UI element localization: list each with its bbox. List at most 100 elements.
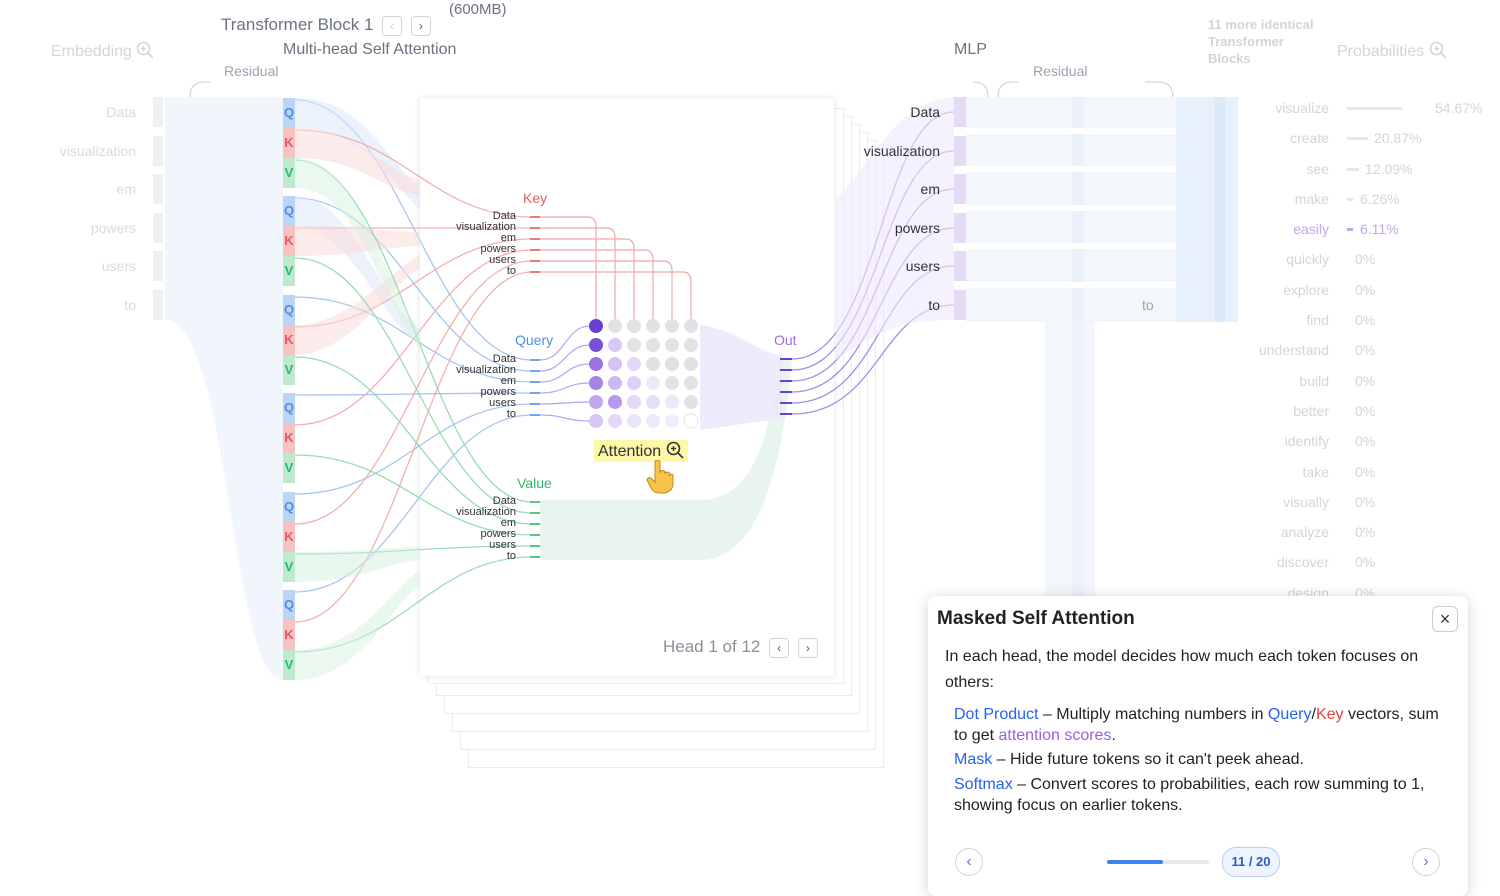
query-vector[interactable]: Q	[283, 590, 295, 620]
next-head-button[interactable]: ›	[797, 637, 818, 658]
value-vector[interactable]: V	[283, 552, 295, 582]
embedding-title[interactable]: Embedding	[51, 41, 154, 61]
prob-value: 6.11%	[1360, 221, 1399, 238]
prob-row[interactable]: explore 0%	[1243, 281, 1483, 311]
mlp-token[interactable]: em	[920, 181, 940, 197]
query-vector[interactable]: Q	[283, 393, 295, 423]
prob-value: 0%	[1355, 372, 1376, 389]
query-vector[interactable]: Q	[283, 196, 295, 226]
prob-value: 20.87%	[1374, 130, 1422, 147]
key-vector[interactable]: K	[283, 620, 295, 650]
key-vector[interactable]: K	[283, 128, 295, 158]
query-token: to	[506, 408, 516, 420]
slash: /	[1311, 706, 1316, 723]
value-vector[interactable]: V	[283, 355, 295, 385]
value-token: visualization	[456, 506, 516, 518]
query-vector[interactable]: Q	[283, 295, 295, 325]
embedding-token[interactable]: to	[124, 297, 136, 313]
prob-row[interactable]: make 6.26%	[1243, 190, 1483, 220]
value-vector[interactable]: V	[283, 453, 295, 483]
residual-right-label: Residual	[1033, 63, 1088, 79]
prob-token: make	[1294, 190, 1329, 207]
prev-step-button[interactable]: ‹	[955, 848, 983, 876]
next-step-button[interactable]: ›	[1412, 848, 1440, 876]
residual-left-label: Residual	[224, 63, 279, 79]
mlp-token[interactable]: powers	[894, 220, 940, 236]
embedding-token[interactable]: powers	[90, 220, 136, 236]
embedding-token[interactable]: em	[116, 181, 136, 197]
probabilities-title[interactable]: Probabilities	[1337, 41, 1447, 61]
mlp-token[interactable]: to	[928, 297, 940, 313]
prob-token: discover	[1276, 554, 1329, 571]
key-token: to	[506, 265, 516, 277]
close-button[interactable]: ×	[1432, 606, 1458, 632]
prob-token: visualize	[1275, 100, 1329, 116]
prob-token: find	[1306, 312, 1329, 329]
prob-value: 0%	[1355, 402, 1376, 419]
prev-head-button[interactable]: ‹	[769, 637, 790, 658]
explanation-tooltip: Masked Self Attention × In each head, th…	[928, 596, 1468, 896]
query-vector[interactable]: Q	[283, 98, 295, 128]
prob-token: visually	[1283, 493, 1329, 510]
background-flows	[153, 81, 1238, 680]
mask-text: – Hide future tokens so it can't peek ah…	[992, 751, 1304, 768]
value-vector[interactable]: V	[283, 158, 295, 188]
key-vector[interactable]: K	[283, 522, 295, 552]
prob-bar	[1347, 107, 1402, 110]
query-token: users	[489, 397, 516, 409]
mlp-token[interactable]: Data	[910, 104, 940, 120]
value-vector[interactable]: V	[283, 256, 295, 286]
model-size-note: (600MB)	[449, 1, 507, 18]
prob-token: explore	[1283, 281, 1329, 298]
prob-row[interactable]: visualize 54.67%	[1243, 99, 1483, 129]
dot-product-text: – Multiply matching numbers in	[1038, 706, 1268, 723]
mlp-token[interactable]: users	[905, 258, 940, 274]
key-word: Key	[1315, 706, 1344, 723]
key-vector[interactable]: K	[283, 226, 295, 256]
prob-value: 6.26%	[1360, 190, 1400, 207]
embedding-token[interactable]: visualization	[59, 143, 136, 159]
mlp-token[interactable]: visualization	[863, 143, 940, 159]
value-vector[interactable]: V	[283, 650, 295, 680]
prob-token: quickly	[1286, 251, 1329, 268]
prob-value: 0%	[1355, 342, 1376, 359]
key-token: users	[489, 254, 516, 266]
prev-block-button[interactable]: ‹	[382, 15, 403, 36]
value-token: powers	[480, 528, 516, 540]
query-token-labels: Data visualization em powers users to	[406, 354, 516, 420]
dot-product-term: Dot Product	[954, 706, 1039, 723]
prob-value: 54.67%	[1435, 100, 1483, 116]
attention-zoom-button[interactable]: Attention	[594, 440, 688, 462]
embedding-token[interactable]: Data	[106, 104, 136, 120]
mlp-title[interactable]: MLP	[954, 41, 987, 58]
key-vector[interactable]: K	[283, 325, 295, 355]
key-token: visualization	[456, 221, 516, 233]
next-block-button[interactable]: ›	[410, 15, 431, 36]
prob-row[interactable]: quickly 0%	[1243, 250, 1483, 280]
head-navigation: Head 1 of 12 ‹ ›	[663, 637, 818, 658]
dot-product-item: Dot Product – Multiply matching numbers …	[954, 704, 1454, 746]
chevron-right-icon: ›	[805, 640, 810, 655]
mask-item: Mask – Hide future tokens so it can't pe…	[954, 749, 1454, 770]
embedding-token[interactable]: users	[101, 258, 136, 274]
prob-token: identify	[1284, 433, 1329, 450]
prob-value: 0%	[1355, 281, 1376, 298]
query-vector[interactable]: Q	[283, 492, 295, 522]
key-vector[interactable]: K	[283, 423, 295, 453]
tooltip-intro: In each head, the model decides how much…	[945, 648, 1419, 691]
mhsa-title[interactable]: Multi-head Self Attention	[283, 41, 457, 58]
prob-value: 0%	[1355, 251, 1376, 268]
